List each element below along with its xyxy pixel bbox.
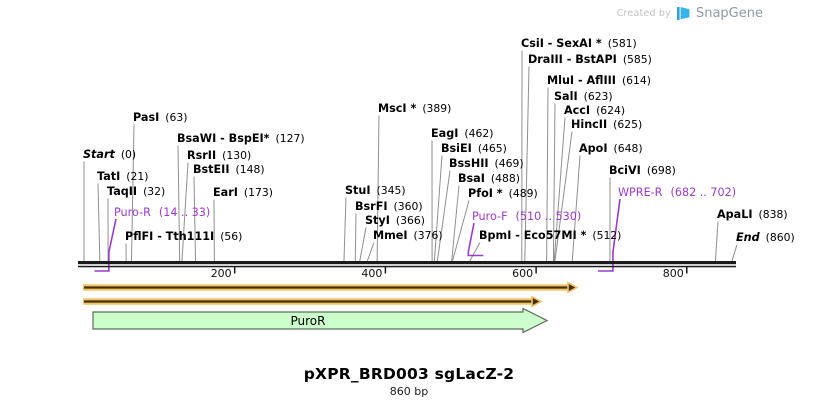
enzyme-label[interactable]: MmeI(376) [373,229,443,242]
enzyme-label[interactable]: BsaI(488) [458,172,520,185]
leader-line [436,170,451,262]
axis-tick-label: 400 [361,267,382,280]
primer-bracket [467,222,484,257]
plasmid-map-svg: 200 400 600 800 Start(0) TatI(21) TaqII(32) Pfl… [78,37,795,334]
enzyme-label[interactable]: TatI(21) [97,170,148,183]
leader-line [343,197,347,262]
enzyme-label[interactable]: EarI(173) [213,186,273,199]
enzyme-label[interactable]: BssHII(469) [449,157,524,170]
enzyme-label[interactable]: CsiI - SexAI *(581) [521,37,637,50]
enzyme-label[interactable]: BpmI - Eco57MI *(512) [479,229,621,242]
snapgene-logo-icon [676,7,690,20]
leader-line [546,87,549,262]
leader-line [433,155,443,262]
leader-line [571,155,581,262]
primer-label[interactable]: Puro-R(14 .. 33) [114,206,210,219]
leader-line [451,185,460,262]
enzyme-label[interactable]: TaqII(32) [107,185,165,198]
axis-tick-label: 200 [211,267,232,280]
leader-line [359,227,367,262]
enzyme-label[interactable]: ApoI(648) [579,142,643,155]
leader-line [554,131,573,262]
sequence-title: pXPR_BRD003 sgLacZ-2 [303,365,515,383]
leader-line [177,145,181,262]
feature-label: PuroR [291,314,326,328]
enzyme-label[interactable]: PflFI - Tth111I(56) [125,230,242,243]
enzyme-label[interactable]: AccI(624) [564,104,625,117]
credit-prefix: Created by [616,8,671,19]
arrowhead-icon [567,281,579,294]
leader-line [714,221,719,262]
enzyme-label[interactable]: BsaWI - BspEI*(127) [177,132,305,145]
enzyme-label[interactable]: StyI(366) [365,214,425,227]
arrowhead-icon [531,295,543,308]
enzyme-label[interactable]: End(860) [736,231,795,244]
leader-line [130,124,135,262]
enzyme-label[interactable]: HincII(625) [571,118,642,131]
leader-line [97,183,101,262]
enzyme-label[interactable]: MluI - AflIII(614) [547,74,651,87]
sequence-bar-underline [78,265,736,268]
sequence-bar [78,261,736,265]
enzyme-label[interactable]: BsrFI(360) [355,200,423,213]
leader-line [469,242,481,262]
enzyme-label[interactable]: SalI(623) [554,90,613,103]
enzyme-label[interactable]: Start(0) [83,148,136,161]
enzyme-label[interactable]: EagI(462) [431,127,493,140]
leader-line [193,176,197,262]
primer-label[interactable]: WPRE-R(682 .. 702) [618,186,736,199]
enzyme-label[interactable]: RsrII(130) [187,149,251,162]
snapgene-credit[interactable]: Created by SnapGene [617,6,763,21]
map-title-block: pXPR_BRD003 sgLacZ-2 860 bp [0,365,818,398]
leader-line [376,115,380,262]
leader-line [451,200,470,262]
enzyme-label[interactable]: DraIII - BstAPI(585) [528,53,652,66]
enzyme-label[interactable]: PasI(63) [133,111,187,124]
enzyme-label[interactable]: ApaLI(838) [717,208,788,221]
primer-label[interactable]: Puro-F(510 .. 530) [472,210,581,223]
leader-line [731,244,738,262]
sequence-length: 860 bp [389,385,429,398]
enzyme-label[interactable]: BsiEI(465) [441,142,507,155]
leader-line [181,162,189,262]
leader-line [553,117,566,262]
enzyme-label[interactable]: PfoI *(489) [468,187,538,200]
feature-arrow-puror[interactable] [92,307,549,334]
enzyme-label[interactable]: BciVI(698) [609,164,676,177]
enzyme-label[interactable]: BstEII(148) [193,163,265,176]
leader-line [366,242,375,262]
leader-line [524,66,530,262]
axis-tick-label: 600 [512,267,533,280]
enzyme-label[interactable]: MscI *(389) [378,102,451,115]
enzyme-label[interactable]: StuI(345) [345,184,406,197]
leader-line [354,213,357,262]
leader-line [552,103,556,262]
credit-brand: SnapGene [695,6,763,21]
axis-tick-label: 800 [663,267,684,280]
